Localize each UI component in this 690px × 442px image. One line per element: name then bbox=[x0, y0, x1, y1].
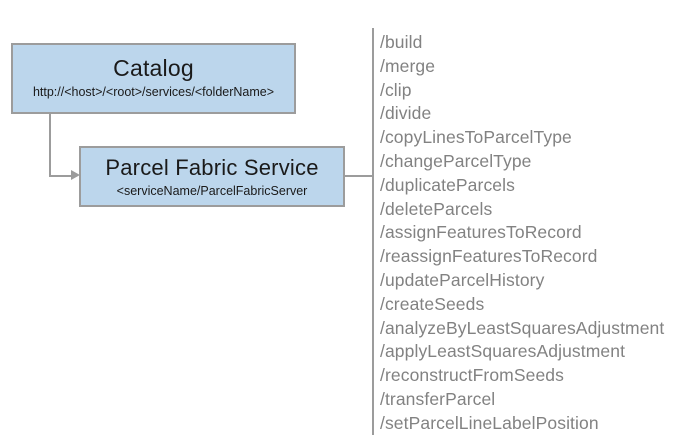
operation-item: /updateParcelHistory bbox=[380, 269, 545, 290]
operation-item: /applyLeastSquaresAdjustment bbox=[380, 341, 626, 362]
connector-operations-stub bbox=[345, 175, 374, 177]
operation-item: /merge bbox=[380, 55, 436, 76]
operation-item: /deleteParcels bbox=[380, 198, 493, 219]
parcel-fabric-service-path: <serviceName/ParcelFabricServer bbox=[116, 183, 308, 198]
catalog-node: Catalog http://<host>/<root>/services/<f… bbox=[11, 43, 296, 114]
connector-vertical-segment bbox=[49, 114, 51, 177]
parcel-fabric-service-node: Parcel Fabric Service <serviceName/Parce… bbox=[79, 146, 345, 207]
operation-item: /changeParcelType bbox=[380, 150, 532, 171]
operation-item: /duplicateParcels bbox=[380, 174, 515, 195]
operation-item: /createSeeds bbox=[380, 293, 485, 314]
parcel-fabric-service-title: Parcel Fabric Service bbox=[105, 154, 319, 180]
catalog-node-url: http://<host>/<root>/services/<folderNam… bbox=[32, 85, 275, 99]
operations-divider bbox=[372, 28, 374, 435]
operation-item: /assignFeaturesToRecord bbox=[380, 222, 582, 243]
operation-item: /transferParcel bbox=[380, 388, 496, 409]
operation-item: /reconstructFromSeeds bbox=[380, 365, 564, 386]
operation-item: /reassignFeaturesToRecord bbox=[380, 246, 598, 267]
operations-list: /build /merge /clip /divide /copyLinesTo… bbox=[380, 31, 685, 436]
operation-item: /setParcelLineLabelPosition bbox=[380, 412, 599, 433]
connector-horizontal-segment bbox=[49, 175, 73, 177]
operation-item: /divide bbox=[380, 103, 432, 124]
operation-item: /analyzeByLeastSquaresAdjustment bbox=[380, 317, 665, 338]
operation-item: /copyLinesToParcelType bbox=[380, 127, 572, 148]
connector-arrowhead-icon bbox=[71, 170, 80, 180]
operation-item: /clip bbox=[380, 79, 412, 100]
operation-item: /build bbox=[380, 32, 423, 52]
catalog-node-title: Catalog bbox=[113, 55, 194, 81]
